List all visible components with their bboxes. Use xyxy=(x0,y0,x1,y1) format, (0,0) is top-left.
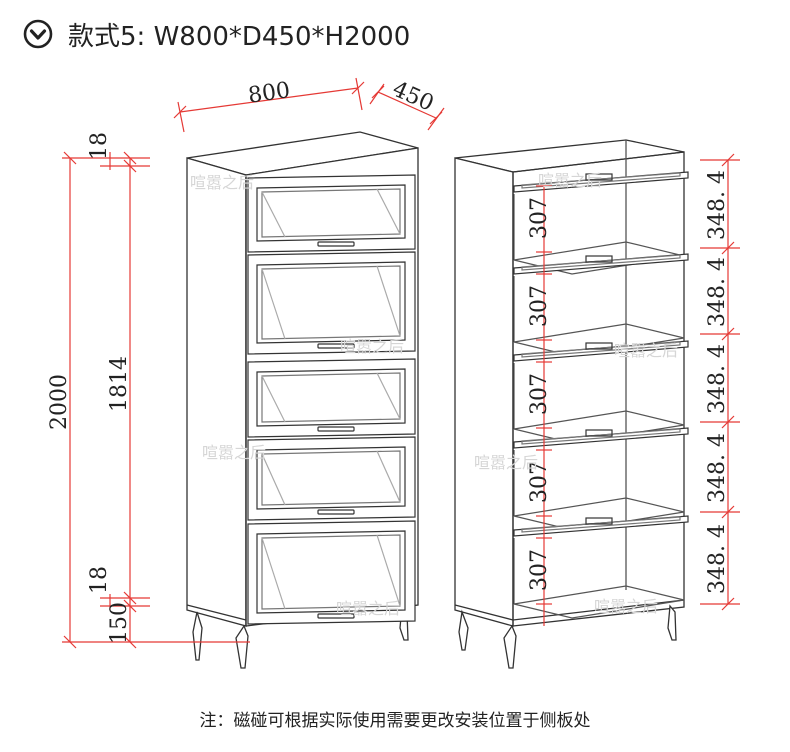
door-handle xyxy=(317,241,355,247)
shelf-unit xyxy=(513,427,689,531)
right-dimension-labels: 348. 4 307 348. 4 307 348. 4 307 348. 4 307 348.… xyxy=(527,170,730,594)
title-row: 款式5: W800*D450*H2000 xyxy=(22,14,410,54)
watermark: 喧嚣之后 xyxy=(190,173,254,192)
width-dimension-label: 800 xyxy=(247,78,292,109)
opening-height-label: 307 xyxy=(527,373,552,415)
page-title: 款式5: W800*D450*H2000 xyxy=(68,21,411,52)
shelf-pitch-label: 348. 4 xyxy=(705,344,730,414)
watermark: 喧嚣之后 xyxy=(614,341,678,360)
bottom-panel-label: 18 xyxy=(87,566,112,594)
door-handle xyxy=(317,426,355,432)
watermark: 喧嚣之后 xyxy=(594,597,658,616)
door-panel xyxy=(247,436,416,521)
leg-height-label: 150 xyxy=(107,602,132,644)
shelf-pitch-label: 348. 4 xyxy=(705,524,730,594)
door-handle xyxy=(585,517,613,525)
shelf-pitch-label: 348. 4 xyxy=(705,257,730,327)
shelf-pitch-label: 348. 4 xyxy=(705,433,730,503)
inner-height-label: 1814 xyxy=(107,356,132,412)
door-handle xyxy=(585,173,613,181)
open-shelves xyxy=(512,171,689,626)
installation-note: 注：磁碰可根据实际使用需要更改安装位置于侧板处 xyxy=(199,711,591,731)
door-handle xyxy=(585,342,613,350)
watermark: 喧嚣之后 xyxy=(202,443,266,462)
right-dimension-lines xyxy=(536,153,740,626)
door-handle xyxy=(585,429,613,437)
opening-height-label: 307 xyxy=(527,549,552,591)
opening-height-label: 307 xyxy=(527,197,552,239)
chevron-down-circle-icon[interactable] xyxy=(22,18,54,50)
door-panel xyxy=(247,520,416,625)
door-panel xyxy=(247,358,416,438)
watermark: 喧嚣之后 xyxy=(538,171,602,190)
shelf-pitch-label: 348. 4 xyxy=(705,170,730,240)
cabinet-open-view xyxy=(454,139,685,669)
watermark: 喧嚣之后 xyxy=(474,453,538,472)
front-doors xyxy=(247,174,416,625)
shelf-unit xyxy=(513,515,689,619)
watermark: 喧嚣之后 xyxy=(340,337,404,356)
opening-height-label: 307 xyxy=(527,285,552,327)
opening-height-label: 307 xyxy=(527,461,552,503)
top-panel-label: 18 xyxy=(87,132,112,160)
watermark: 喧嚣之后 xyxy=(336,599,400,618)
total-height-label: 2000 xyxy=(47,374,72,430)
door-handle xyxy=(317,509,355,515)
shelf-unit xyxy=(513,340,689,444)
door-handle xyxy=(317,343,355,349)
door-handle xyxy=(585,255,613,263)
door-handle xyxy=(317,613,355,619)
dimension-lines xyxy=(62,77,445,649)
door-panel xyxy=(247,174,416,253)
depth-dimension-label: 450 xyxy=(389,77,438,117)
door-panel xyxy=(247,251,416,355)
